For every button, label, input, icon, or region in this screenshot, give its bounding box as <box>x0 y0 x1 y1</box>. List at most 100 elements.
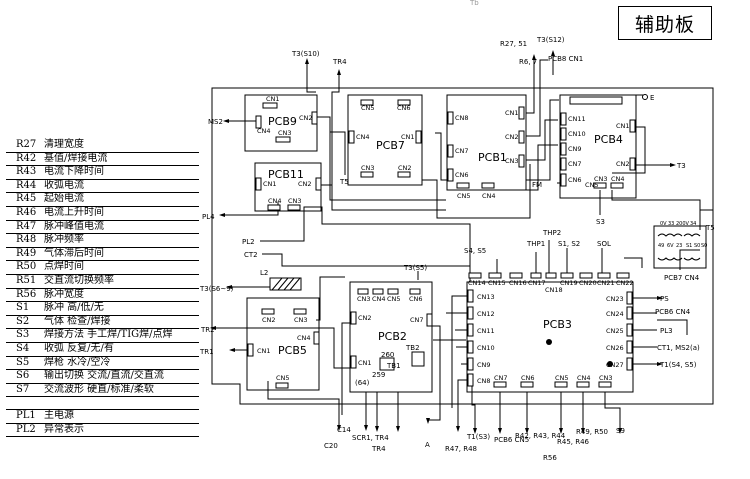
legend-code: S6 <box>16 370 30 382</box>
signal-label: TR4 <box>371 445 386 453</box>
connector-label: CN2 <box>299 114 313 122</box>
signal-label: TB1 <box>386 362 401 370</box>
connector-label: CN20 <box>579 279 597 287</box>
signal-label: 260 <box>381 351 394 359</box>
signal-label: T3(S10) <box>291 50 320 58</box>
connector-label: CN2 <box>298 180 312 188</box>
legend-description: 脉冲宽度 <box>44 288 84 300</box>
signal-label: R47, R48 <box>445 445 477 453</box>
legend-description: 输出切换 交流/直流/交直流 <box>44 370 164 382</box>
lamp-legend-code: PL1 <box>16 410 36 422</box>
connector-label: CN8 <box>455 114 469 122</box>
signal-label: 0V <box>660 221 667 227</box>
connector-label: CN4 <box>577 374 591 382</box>
signal-label: THP1 <box>526 240 545 248</box>
connector-label: CN2 <box>358 314 372 322</box>
signal-label: TB2 <box>405 344 420 352</box>
connector-label: CN5 <box>585 181 599 189</box>
connector-label: CN1 <box>358 359 372 367</box>
signal-label: S1, S2 <box>558 240 580 248</box>
signal-label: PCB6 CN4 <box>655 308 691 316</box>
legend-code: R27 <box>16 139 37 150</box>
signal-label: 49 <box>658 243 664 249</box>
signal-label: 259 <box>372 371 385 379</box>
connector-label: CN1 <box>266 95 280 103</box>
signal-label: R6, 7 <box>519 58 537 66</box>
connector-label: CN4 <box>372 295 386 303</box>
signal-label: T1(S3) <box>466 433 490 441</box>
signal-label: T1(S4, S5) <box>659 361 697 369</box>
connector-label: CN6 <box>397 104 411 112</box>
connector-label: CN16 <box>509 279 527 287</box>
pcb9-label: PCB9 <box>268 115 297 128</box>
connector-label: CN9 <box>568 145 582 153</box>
signal-label: S4, S5 <box>464 247 486 255</box>
legend-code: S3 <box>16 329 30 341</box>
signal-label: MS2 <box>208 118 223 126</box>
transformer-t5 <box>653 225 707 269</box>
legend-code: R43 <box>16 166 37 178</box>
signal-label: C20 <box>324 442 338 450</box>
connector-label: CN11 <box>568 115 586 123</box>
connector-label: CN10 <box>477 344 495 352</box>
connector-label: CN2 <box>262 316 276 324</box>
signal-label: T3(S12) <box>536 36 565 44</box>
pcb4-label: PCB4 <box>594 133 623 146</box>
connector-label: CN4 <box>297 334 311 342</box>
connector-label: CN6 <box>455 171 469 179</box>
connector-label: CN13 <box>477 293 495 301</box>
legend-code: S2 <box>16 315 30 327</box>
connector-label: CN2 <box>616 160 630 168</box>
signal-label: PL4 <box>202 213 215 221</box>
connector-label: CN3 <box>361 164 375 172</box>
connector-label: CN23 <box>606 295 624 303</box>
connector-label: CN18 <box>545 286 563 294</box>
connector-label: CN4 <box>257 127 271 135</box>
signal-label: TR2 <box>200 326 215 334</box>
signal-label: THP2 <box>542 229 561 237</box>
pcb4-box <box>559 94 637 199</box>
legend-code: R50 <box>16 261 37 273</box>
connector-label: CN7 <box>410 316 424 324</box>
connector-label: CN7 <box>494 374 508 382</box>
lamp-legend-description: 主电源 <box>44 410 74 422</box>
connector-label: CN11 <box>477 327 495 335</box>
signal-label: R56 <box>543 454 557 462</box>
legend-description: 交直流切换频率 <box>44 274 114 286</box>
signal-label: 34 <box>690 221 696 227</box>
diagram-title: 辅助板 <box>618 6 712 40</box>
signal-label: SOL <box>597 240 611 248</box>
signal-label: T3(S6~9) <box>199 285 234 293</box>
legend-description: 焊枪 水冷/空冷 <box>44 356 111 368</box>
signal-label: R49, R50 <box>576 428 608 436</box>
legend-description: 电流上升时间 <box>44 206 104 218</box>
signal-label: S0 <box>701 243 707 249</box>
legend-code: R44 <box>16 179 37 191</box>
signal-label: R45, R46 <box>557 438 590 446</box>
legend-code: R51 <box>16 274 37 286</box>
connector-label: CN5 <box>276 374 290 382</box>
legend-code: S4 <box>16 342 30 354</box>
signal-label: PS <box>660 295 669 303</box>
signal-label: C14 <box>337 426 351 434</box>
legend-code: R56 <box>16 288 37 300</box>
connector-label: CN4 <box>611 175 625 183</box>
legend-description: 脉冲峰值电流 <box>44 220 104 232</box>
legend-code: R49 <box>16 247 37 259</box>
connector-label: CN3 <box>288 197 302 205</box>
legend-row: R51 交直流切换频率 <box>6 275 199 289</box>
legend-description: 脉冲 高/低/无 <box>44 302 104 314</box>
signal-label: TR1 <box>199 348 214 356</box>
connector-label: CN24 <box>606 310 624 318</box>
connector-label: CN27 <box>606 361 624 369</box>
